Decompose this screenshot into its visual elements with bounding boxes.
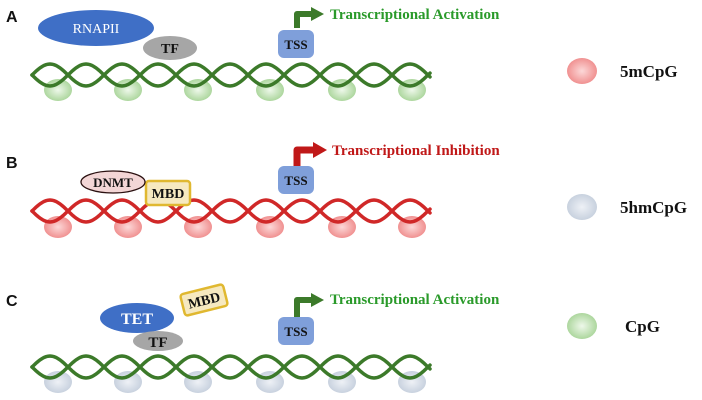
legend-label: 5hmCpG bbox=[620, 198, 687, 217]
panel-c: C TET TF MBD TSS Transcriptional Activat… bbox=[6, 283, 500, 393]
tss-arrow bbox=[293, 146, 314, 168]
legend-item-cpg: CpG bbox=[567, 313, 660, 339]
dna-helix bbox=[30, 354, 432, 380]
panel-b: B MBD DNMT TSS Transcriptional Inhibitio… bbox=[6, 142, 500, 238]
dna-strand-2 bbox=[30, 354, 432, 380]
tf-label: TF bbox=[148, 335, 167, 351]
cpg-bead bbox=[114, 79, 142, 101]
tss-label: TSS bbox=[284, 37, 307, 52]
panel-label: B bbox=[6, 155, 18, 172]
mbd-protein bbox=[144, 179, 192, 207]
outcome-label: Transcriptional Activation bbox=[330, 7, 500, 23]
dna-strand-1 bbox=[30, 198, 432, 224]
outcome-label: Transcriptional Activation bbox=[330, 292, 500, 308]
cpg-beads bbox=[44, 79, 426, 101]
legend-swatch bbox=[567, 58, 597, 84]
tss-arrow bbox=[294, 297, 312, 318]
mbd-label: MBD bbox=[152, 187, 185, 202]
tf-label: TF bbox=[161, 42, 179, 57]
panel-label: A bbox=[6, 9, 18, 26]
cpg-bead bbox=[184, 371, 212, 393]
tet-label: TET bbox=[121, 311, 153, 328]
dna-helix bbox=[30, 198, 432, 224]
dna-helix bbox=[30, 62, 432, 88]
tss-label: TSS bbox=[284, 173, 307, 188]
dna-strand-2 bbox=[30, 62, 432, 88]
panel-a: A RNAPII TF TSS Transcriptional Activati… bbox=[6, 7, 500, 101]
tss-box bbox=[278, 30, 314, 58]
tet-protein bbox=[100, 303, 174, 333]
legend: 5mCpG 5hmCpG CpG bbox=[567, 58, 687, 339]
dna-strand-1 bbox=[30, 354, 432, 380]
rnapii-protein bbox=[38, 10, 154, 46]
tss-label: TSS bbox=[284, 324, 307, 339]
legend-item-5mcpg: 5mCpG bbox=[567, 58, 678, 84]
tss-box bbox=[278, 317, 314, 345]
dnmt-label: DNMT bbox=[93, 175, 133, 190]
legend-item-5hmcpg: 5hmCpG bbox=[567, 194, 687, 220]
legend-label: 5mCpG bbox=[620, 62, 678, 81]
hydroxymethyl-cpg-beads bbox=[44, 371, 426, 393]
legend-swatch bbox=[567, 194, 597, 220]
rnapii-label: RNAPII bbox=[73, 22, 120, 37]
cpg-bead bbox=[256, 79, 284, 101]
tss-arrow bbox=[294, 11, 312, 28]
cpg-bead bbox=[328, 371, 356, 393]
legend-label: CpG bbox=[625, 317, 660, 336]
cpg-bead bbox=[114, 371, 142, 393]
tss-arrowhead bbox=[311, 7, 324, 21]
tf-protein bbox=[143, 36, 197, 60]
tf-protein bbox=[133, 331, 183, 351]
cpg-bead bbox=[256, 371, 284, 393]
tss-arrowhead bbox=[313, 142, 327, 158]
cpg-bead bbox=[184, 79, 212, 101]
dna-strand-2 bbox=[30, 198, 432, 224]
cpg-bead bbox=[328, 79, 356, 101]
outcome-label: Transcriptional Inhibition bbox=[332, 143, 500, 159]
tss-box bbox=[278, 166, 314, 194]
dna-strand-1 bbox=[30, 62, 432, 88]
tss-arrowhead bbox=[311, 293, 324, 307]
panel-label: C bbox=[6, 293, 18, 310]
free-mbd-protein: MBD bbox=[179, 283, 229, 317]
dnmt-protein bbox=[80, 170, 146, 194]
legend-swatch bbox=[567, 313, 597, 339]
